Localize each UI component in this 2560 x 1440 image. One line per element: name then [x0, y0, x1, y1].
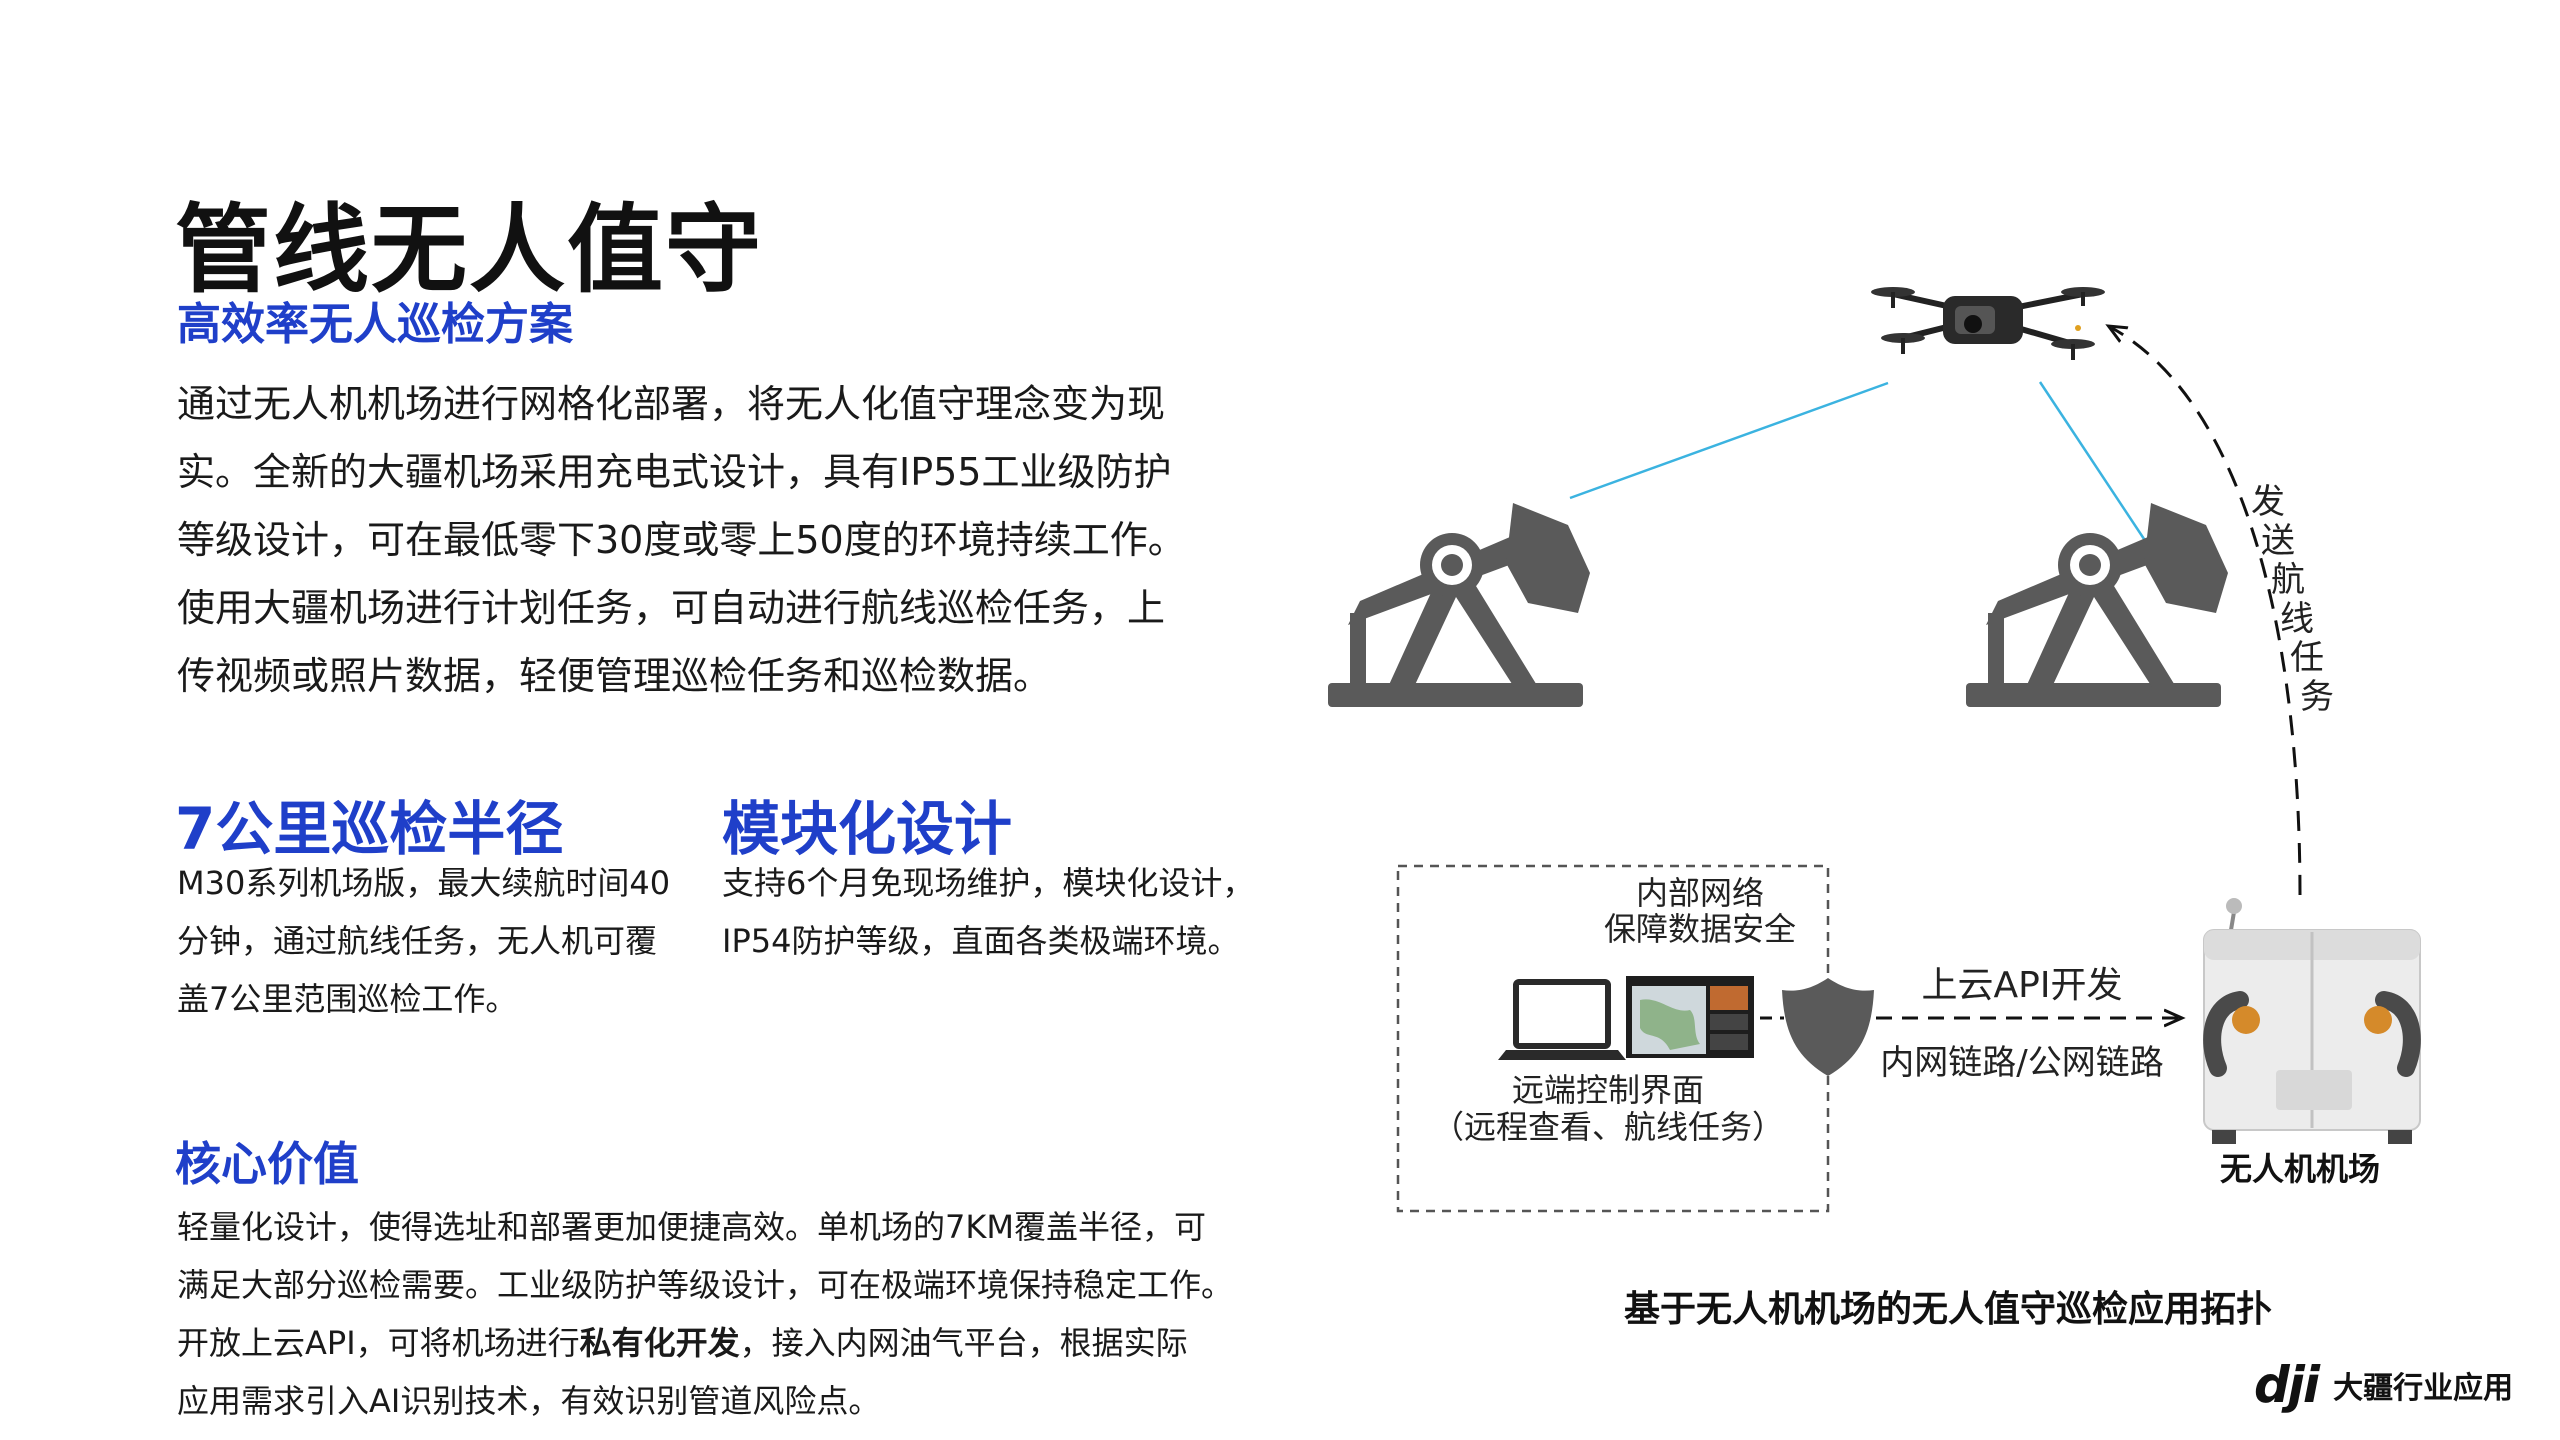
drone-dock-icon: [2203, 898, 2421, 1144]
page-title: 管线无人值守: [175, 194, 763, 306]
dock-label: 无人机机场: [2220, 1150, 2380, 1188]
feature-range-title: 7公里巡检半径: [175, 795, 564, 863]
api-label: 上云API开发: [1922, 965, 2123, 1006]
feature-modular-title: 模块化设计: [722, 795, 1013, 863]
feature-line: M30系列机场版，最大续航时间40: [177, 864, 671, 902]
pumpjack-left-icon: [1328, 503, 1590, 707]
feature-line: 盖7公里范围巡检工作。: [177, 980, 518, 1018]
send-task-arrow: [2112, 328, 2302, 896]
core-line: 轻量化设计，使得选址和部署更加便捷高效。单机场的7KM覆盖半径，可: [177, 1208, 1206, 1246]
feature-modular-text: 支持6个月免现场维护，模块化设计， IP54防护等级，直面各类极端环境。: [722, 854, 1254, 970]
send-task-label: 发 送 航 线 任 务: [2251, 482, 2334, 717]
diagram-caption: 基于无人机机场的无人值守巡检应用拓扑: [1624, 1289, 2272, 1330]
intro-line: 实。全新的大疆机场采用充电式设计，具有IP55工业级防护: [177, 450, 1172, 494]
core-value-text: 轻量化设计，使得选址和部署更加便捷高效。单机场的7KM覆盖半径，可 满足大部分巡…: [177, 1198, 1233, 1430]
signal-line-left: [1569, 381, 1889, 500]
core-value-title: 核心价值: [175, 1137, 359, 1191]
drone-icon: [1871, 287, 2105, 360]
shield-icon: [1782, 978, 1874, 1076]
link-label: 内网链路/公网链路: [1880, 1043, 2163, 1083]
monitor-map-icon: [1626, 976, 1754, 1058]
intro-line: 使用大疆机场进行计划任务，可自动进行航线巡检任务，上: [177, 586, 1166, 630]
intro-line: 通过无人机机场进行网格化部署，将无人化值守理念变为现: [177, 382, 1166, 426]
core-line-part: ，接入内网油气平台，根据实际: [739, 1324, 1188, 1362]
send-task-char: 送: [2261, 521, 2295, 561]
intro-line: 等级设计，可在最低零下30度或零上50度的环境持续工作。: [177, 518, 1186, 562]
laptop-icon: [1498, 979, 1626, 1060]
pumpjack-right-icon: [1966, 503, 2228, 707]
feature-line: 支持6个月免现场维护，模块化设计，: [722, 864, 1255, 902]
brand-name: 大疆行业应用: [2333, 1371, 2514, 1406]
feature-line: 分钟，通过航线任务，无人机可覆: [177, 922, 658, 960]
page-subtitle: 高效率无人巡检方案: [177, 299, 573, 350]
intro-paragraph: 通过无人机机场进行网格化部署，将无人化值守理念变为现 实。全新的大疆机场采用充电…: [177, 370, 1197, 710]
network-label-2: 保障数据安全: [1604, 910, 1796, 948]
network-label-1: 内部网络: [1636, 874, 1764, 912]
feature-line: IP54防护等级，直面各类极端环境。: [722, 922, 1240, 960]
send-task-char: 发: [2251, 482, 2285, 522]
send-task-char: 线: [2280, 599, 2314, 639]
brand-footer: dji 大疆行业应用: [2254, 1356, 2544, 1418]
feature-range-text: M30系列机场版，最大续航时间40 分钟，通过航线任务，无人机可覆 盖7公里范围…: [177, 854, 670, 1028]
core-line: 满足大部分巡检需要。工业级防护等级设计，可在极端环境保持稳定工作。: [177, 1266, 1234, 1304]
dji-logo: dji: [2254, 1356, 2320, 1414]
intro-line: 传视频或照片数据，轻便管理巡检任务和巡检数据。: [177, 654, 1052, 698]
remote-label-1: 远端控制界面: [1512, 1071, 1704, 1109]
remote-label-2: （远程查看、航线任务）: [1432, 1108, 1784, 1146]
core-line: 应用需求引入AI识别技术，有效识别管道风险点。: [177, 1382, 881, 1420]
send-task-char: 务: [2300, 677, 2334, 717]
send-task-char: 航: [2271, 560, 2305, 600]
internal-network-box: [1396, 864, 1830, 1213]
send-task-char: 任: [2290, 638, 2324, 678]
core-highlight: 私有化开发: [579, 1324, 740, 1362]
signal-line-right: [2038, 381, 2150, 546]
core-line-part: 开放上云API，可将机场进行: [177, 1324, 580, 1362]
core-line: 开放上云API，可将机场进行私有化开发，接入内网油气平台，根据实际: [177, 1314, 1233, 1372]
